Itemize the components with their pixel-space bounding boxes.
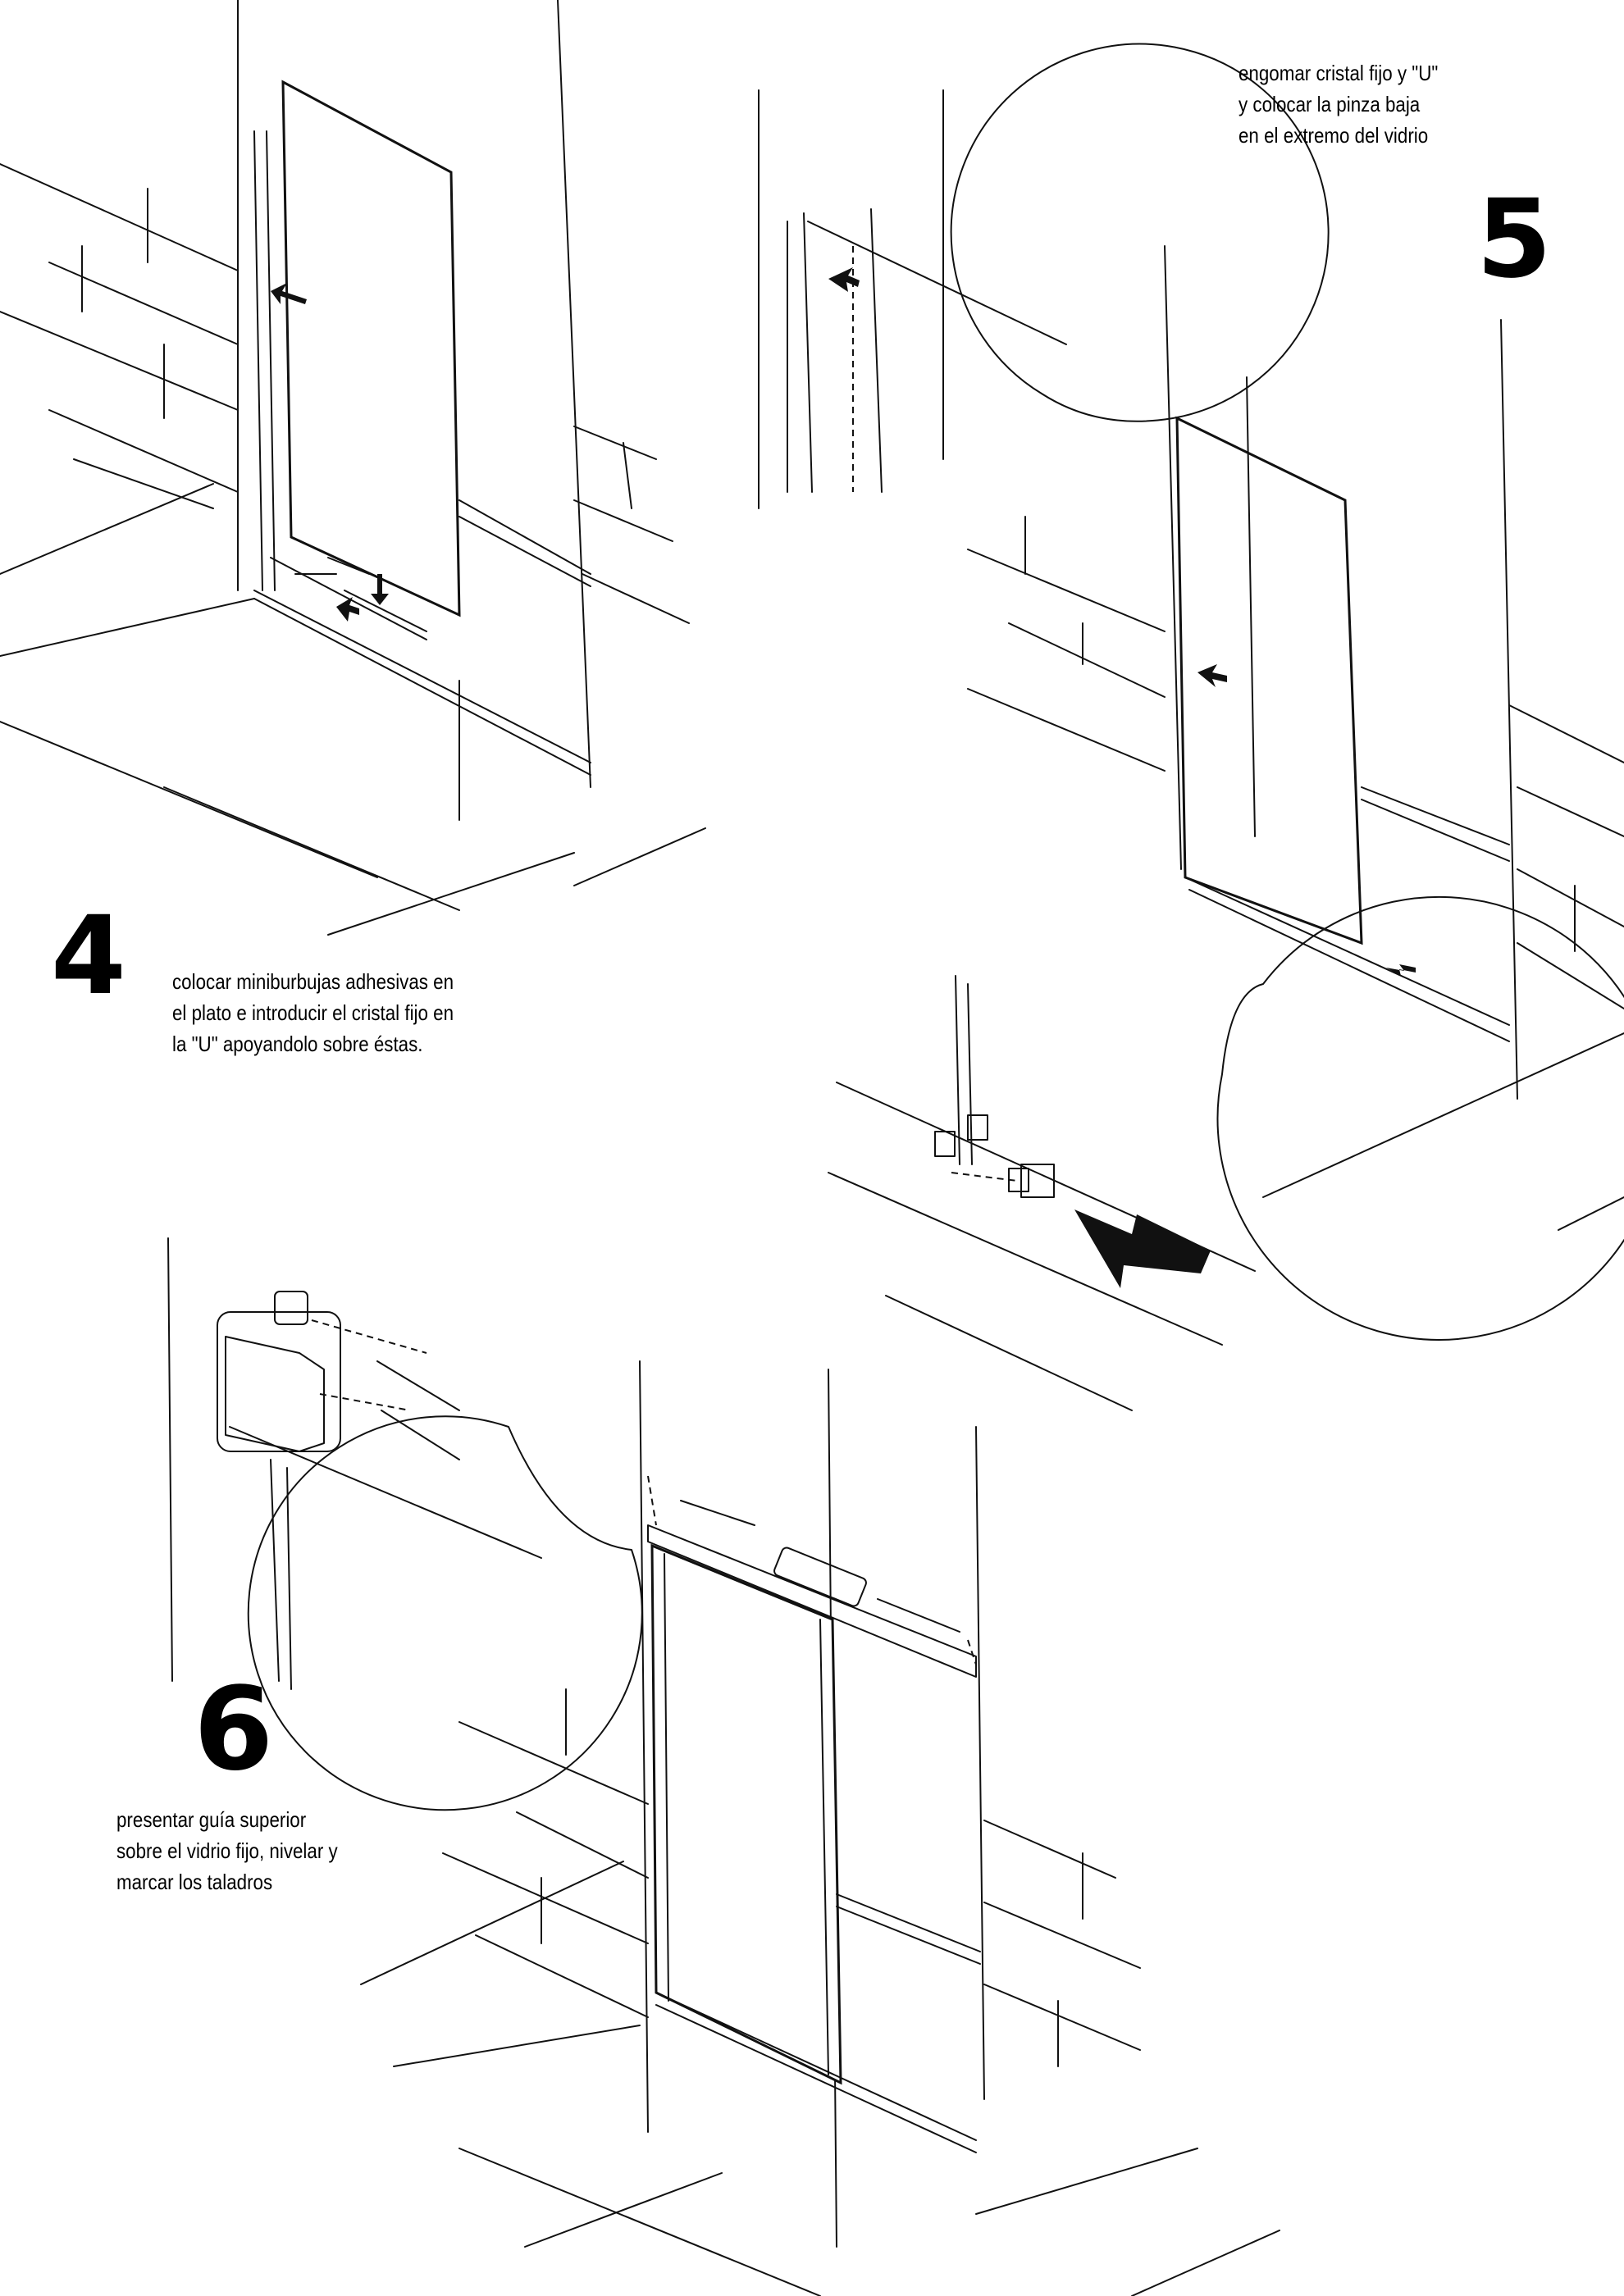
wall-bracket [225,1336,325,1452]
arrow-icon [1197,664,1227,687]
pencil-mark [877,1598,960,1633]
step-6-detail-callout [167,1237,643,1811]
step-6-number: 6 [194,1663,274,1797]
arrow-icon [336,597,359,622]
step-5-fixed-glass [1175,416,1363,945]
arrow-icon [1386,964,1416,976]
step-5-clip-detail-callout [828,895,1624,1411]
step-4-number: 4 [51,893,126,1019]
step-5-wall-tiles [967,516,1624,1009]
step-5-number: 5 [1476,176,1552,303]
arrow-icon [271,283,307,304]
step-4-floor [0,458,706,936]
step-4-wall-tiles [0,163,690,624]
step-6-caption: presentar guía superior sobre el vidrio … [116,1807,338,1894]
top-guide-rail [647,1524,977,1678]
arrow-icon [1074,1210,1211,1288]
step-5-detail-callout [758,43,1330,509]
step-4-caption: colocar miniburbujas adhesivas en el pla… [172,969,454,1056]
arrow-icon [371,574,389,605]
step-5-caption: engomar cristal fijo y "U" y colocar la … [1239,61,1439,148]
step-4-fixed-glass [281,80,461,617]
pencil-mark [680,1500,755,1526]
step-6-fixed-glass [650,1543,842,2085]
spirit-level [773,1547,867,1607]
step-6-scene [360,1360,1280,2296]
arrow-icon [828,267,860,292]
step-5-scene [967,245,1624,1231]
step-4-scene [0,0,706,936]
